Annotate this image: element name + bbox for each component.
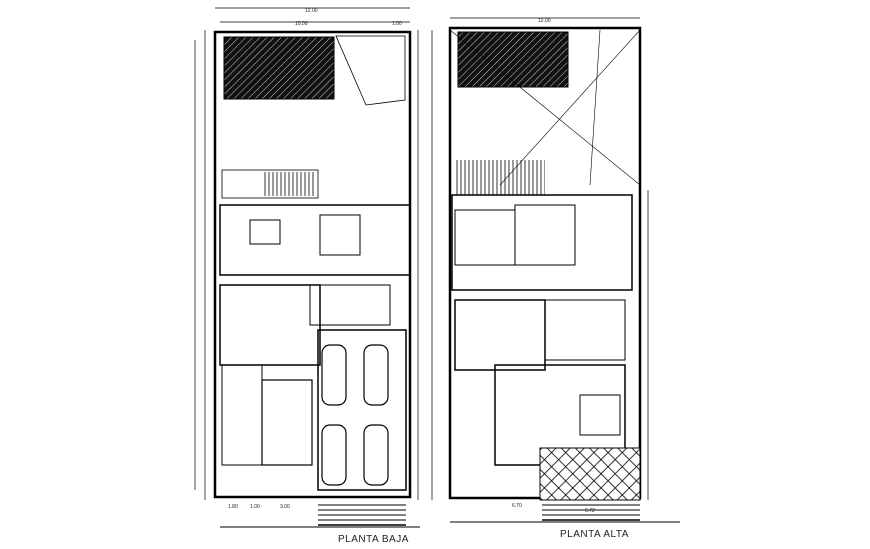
dim-bottom-a: 6.70: [512, 503, 522, 509]
studio: [544, 299, 626, 361]
dim-bottom-b: 1.00: [250, 504, 260, 510]
dim-bottom-c: 3.00: [280, 504, 290, 510]
family-room: [219, 284, 321, 366]
car-icon: [363, 424, 389, 486]
dining-living-room: [219, 204, 411, 276]
roof-pergola: [455, 160, 545, 195]
upper-floor-plan: 12.00 6.70 6.72 PLANTA ALTA: [431, 17, 680, 540]
dim-bottom-a: 1.80: [228, 504, 238, 510]
bedroom-1: [454, 209, 516, 266]
terrace: [221, 169, 319, 199]
plan-title: PLANTA BAJA: [338, 534, 409, 545]
bathroom-office: [261, 379, 313, 466]
roof-lines: [449, 29, 641, 186]
dim-bottom-b: 6.72: [585, 508, 595, 514]
dim-top-a: 10.00: [295, 21, 308, 27]
laundry: [309, 284, 391, 326]
car-icon: [321, 424, 347, 486]
service-area: [335, 35, 406, 106]
upper-floor-outer-wall: [448, 26, 642, 500]
bedroom-2: [514, 204, 576, 266]
bedrooms-zone: [451, 194, 633, 291]
pergola: [262, 172, 316, 196]
cars: [321, 344, 389, 486]
plan-title: PLANTA ALTA: [560, 529, 629, 540]
stair: [221, 364, 263, 466]
garden-hatch: [223, 36, 335, 100]
kitchen: [319, 214, 361, 256]
master-bathroom: [579, 394, 621, 436]
balcony-tile: [539, 447, 641, 501]
garden-hatch: [457, 31, 569, 88]
balcony-steps: [542, 504, 640, 521]
dim-top-b: 1.00: [392, 21, 402, 27]
garage: [317, 329, 407, 491]
car-icon: [321, 344, 347, 406]
entry-steps: [318, 504, 406, 526]
car-icon: [363, 344, 389, 406]
hall: [454, 299, 546, 371]
dining-table: [249, 219, 281, 245]
dim-top-total: 12.00: [538, 18, 551, 24]
dim-top-total: 12.00: [305, 8, 318, 14]
ground-floor-plan: 12.00 10.00 1.00: [194, 7, 420, 545]
